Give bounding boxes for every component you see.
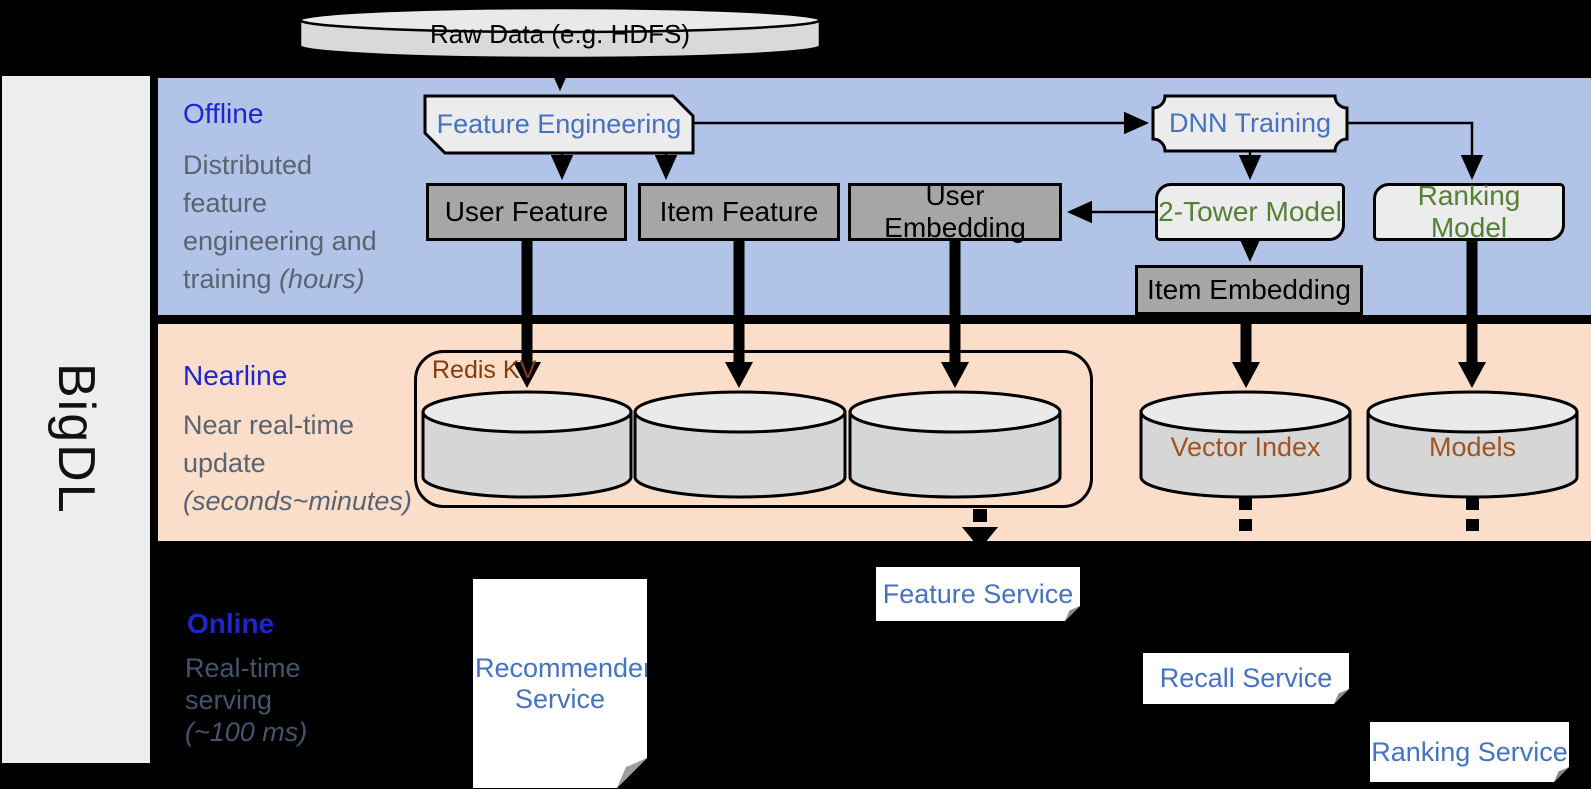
online-desc-line2: serving [185, 685, 273, 715]
offline-section-description: Distributed feature engineering and trai… [183, 146, 377, 298]
online-desc-line3: (~100 ms) [185, 717, 308, 747]
folded-corner [1554, 767, 1569, 782]
online-section-description: Real-time serving (~100 ms) [185, 652, 307, 748]
bigdl-logo-text: BigDL [47, 362, 105, 515]
bigdl-sidebar: BigDL [2, 76, 150, 763]
nearline-section-description: Near real-time update (seconds~minutes) [183, 406, 412, 520]
vector-index-label: Vector Index [1170, 432, 1321, 462]
ranking-service-box: Ranking Service [1370, 722, 1569, 782]
offline-section-title: Offline [183, 98, 264, 129]
redis-kv-label: Redis KV [432, 356, 537, 384]
item-embedding-box: Item Embedding [1135, 265, 1363, 315]
offline-desc-line2: feature [183, 188, 268, 218]
ranking-service-label: Ranking Service [1371, 736, 1568, 767]
feature-service-box: Feature Service [876, 567, 1080, 621]
recommender-service-doc: Recommender Service [473, 579, 647, 788]
user-feature-box: User Feature [426, 183, 627, 241]
models-label: Models [1428, 432, 1517, 462]
raw-data-label: Raw Data (e.g. HDFS) [429, 18, 691, 49]
offline-desc-line3: engineering and [183, 226, 377, 256]
recall-service-box: Recall Service [1143, 653, 1349, 704]
redis-kv-container [414, 350, 1093, 508]
offline-desc-line1: Distributed [183, 150, 313, 180]
online-desc-line1: Real-time [185, 653, 301, 683]
nearline-desc-line2: update [183, 448, 266, 478]
nearline-desc-line3: (seconds~minutes) [183, 486, 412, 516]
folded-corner [1334, 689, 1349, 704]
online-section-title: Online [187, 608, 275, 639]
offline-desc-line4: training (hours) [183, 264, 365, 294]
folded-corner [617, 758, 647, 788]
dnn-training-label: DNN Training [1168, 108, 1332, 138]
nearline-section-title: Nearline [183, 360, 288, 391]
nearline-desc-line1: Near real-time [183, 410, 355, 440]
recommender-service-label: Recommender Service [475, 652, 653, 714]
two-tower-model-box: 2-Tower Model [1155, 183, 1345, 241]
user-embedding-box: User Embedding [848, 180, 1062, 243]
feature-service-label: Feature Service [882, 578, 1074, 609]
recall-service-label: Recall Service [1159, 663, 1333, 693]
feature-engineering-label: Feature Engineering [436, 109, 682, 139]
item-feature-box: Item Feature [638, 183, 840, 241]
ranking-model-box: Ranking Model [1373, 180, 1565, 243]
